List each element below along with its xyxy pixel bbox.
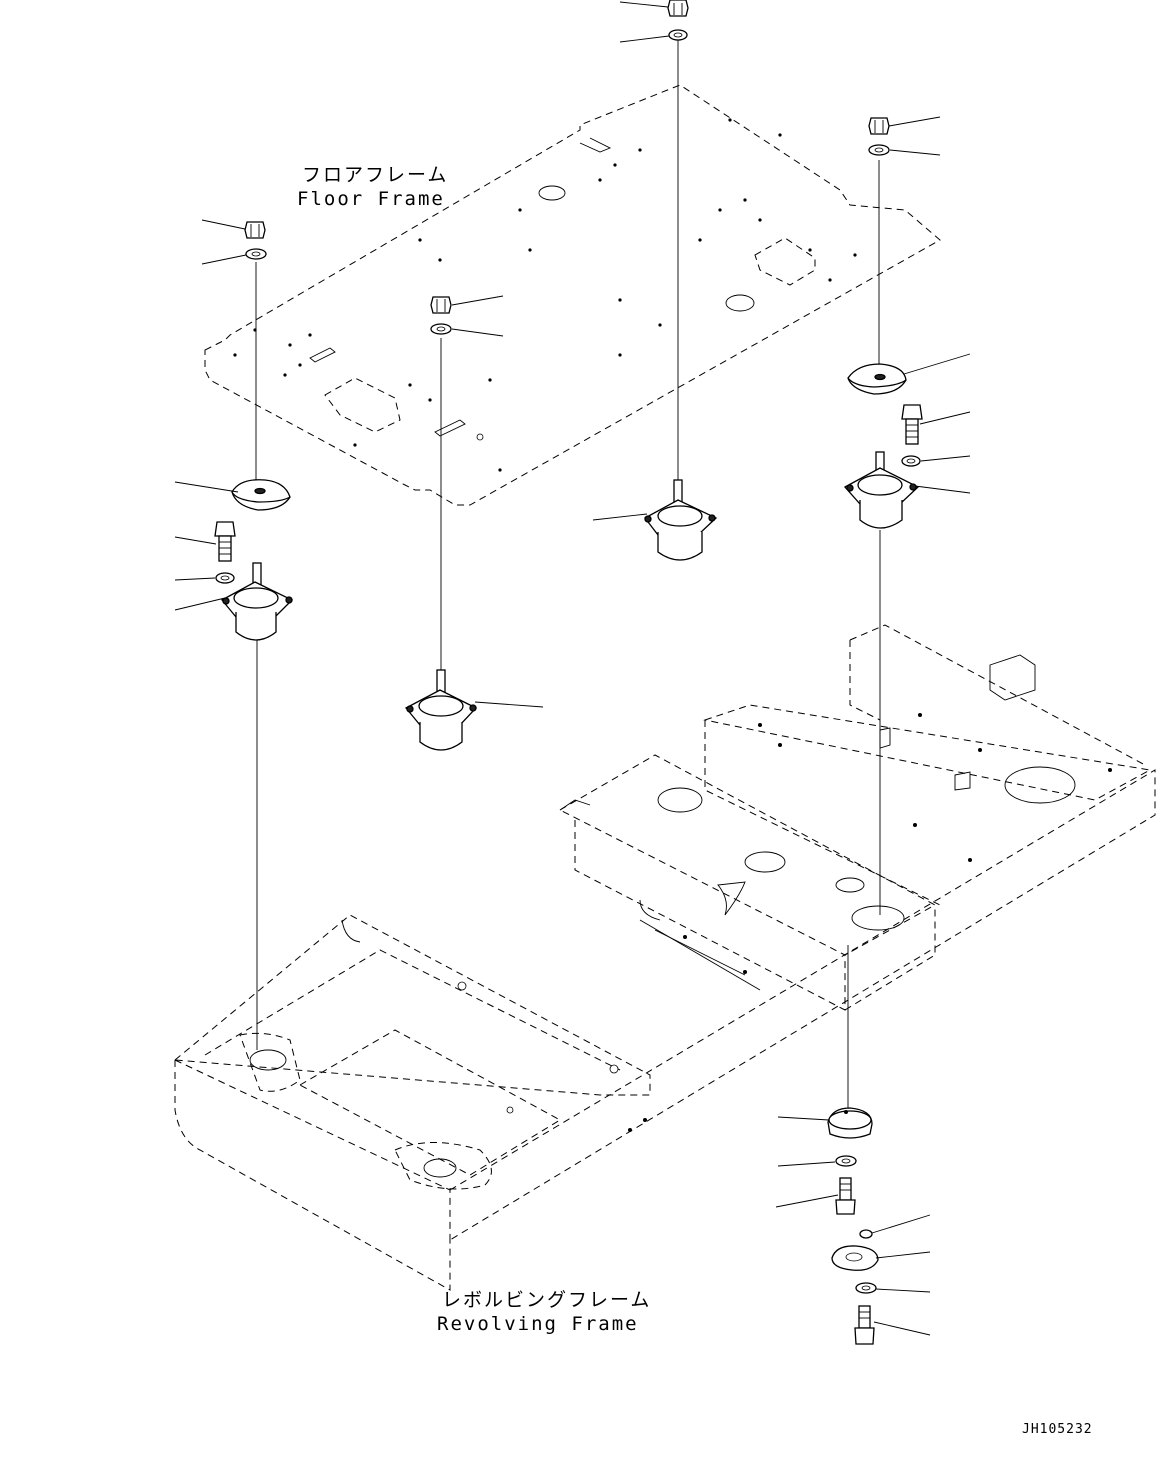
floor-frame-label-jp: フロアフレーム	[302, 164, 449, 186]
revolving-frame-label-en: Revolving Frame	[437, 1313, 639, 1335]
bolt-icon	[901, 404, 923, 445]
washer-icon	[835, 1155, 857, 1167]
stopper-icon	[827, 1107, 873, 1139]
washer-icon	[215, 572, 235, 584]
plate-icon	[831, 1245, 879, 1271]
washer-icon	[245, 248, 267, 260]
damper-icon	[404, 669, 478, 751]
hex-nut-icon	[244, 221, 266, 239]
washer-icon	[855, 1282, 877, 1294]
hex-nut-icon	[868, 117, 890, 135]
floor-frame-label-en: Floor Frame	[297, 188, 445, 210]
hex-nut-icon	[667, 0, 689, 17]
floor-frame	[204, 84, 941, 506]
bolt-icon	[214, 521, 236, 562]
plate-icon	[847, 363, 907, 395]
damper-icon	[843, 451, 920, 529]
bolt-icon	[854, 1305, 875, 1345]
hex-nut-icon	[859, 1229, 873, 1239]
washer-icon	[901, 455, 921, 467]
revolving-frame-label-jp: レボルビングフレーム	[442, 1289, 652, 1311]
revolving-frame	[173, 624, 1156, 1291]
damper-icon	[644, 479, 718, 561]
bolt-icon	[835, 1177, 856, 1215]
damper-icon	[220, 562, 294, 641]
hex-nut-icon	[430, 296, 452, 314]
washer-icon	[430, 323, 452, 335]
washer-icon	[868, 144, 890, 156]
leader-lines	[174, 1, 971, 1336]
washer-icon	[668, 29, 688, 41]
plate-icon	[231, 479, 291, 511]
center-lines	[255, 40, 881, 1110]
drawing-code: JH105232	[1022, 1422, 1093, 1437]
